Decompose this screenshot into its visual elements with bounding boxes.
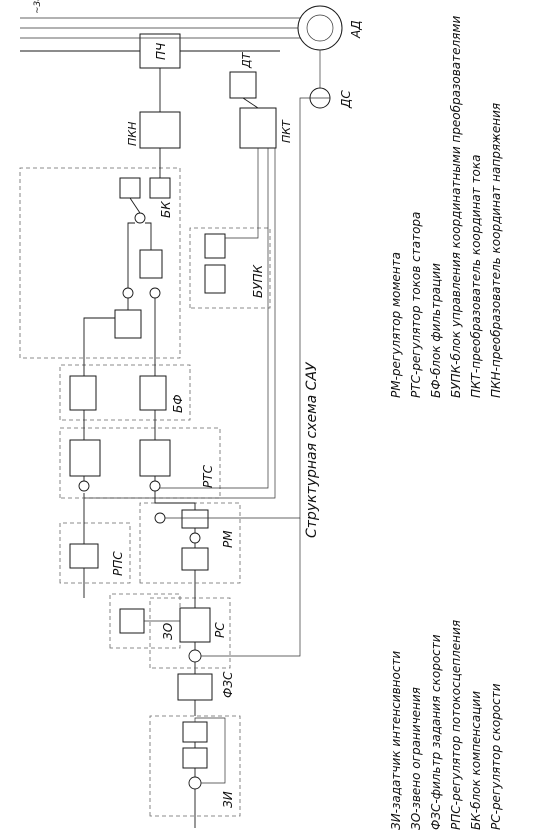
bk-group — [19, 167, 181, 359]
dt-block — [229, 71, 257, 99]
pkt-block — [239, 107, 277, 149]
legend-item-bupk: БУПК-блок управления координатными преоб… — [449, 16, 463, 398]
legend-item-zo: ЗО-звено ограничения — [409, 687, 423, 830]
pkn-block — [139, 111, 181, 149]
rts-sum-q — [149, 480, 161, 492]
pkt-feedback-d — [84, 148, 276, 499]
bupk-block-cos — [204, 264, 226, 294]
ds-label: ДС — [339, 90, 353, 109]
zi-label: ЗИ — [221, 791, 235, 808]
pkt-feedback-q — [160, 148, 269, 489]
legend-right: РМ-регулятор момента РТС-регулятор токов… — [389, 16, 503, 398]
rs-group — [149, 597, 231, 669]
bf-block-q — [139, 375, 167, 411]
rts-block-d — [69, 439, 101, 477]
legend-item-rps: РПС-регулятор потокосцепления — [449, 620, 463, 830]
bf-block-d — [69, 375, 97, 411]
rm-multiplier — [189, 532, 201, 544]
rps-group — [59, 522, 131, 584]
pkn-label: ПКН — [126, 122, 139, 146]
bk-label: БК — [159, 201, 173, 218]
bk-mult-1 — [122, 287, 134, 299]
legend-item-bf: БФ-блок фильтрации — [429, 263, 443, 398]
bf-to-bk-d — [83, 317, 115, 376]
fzs-label: ФЗС — [221, 671, 235, 698]
bk-sum — [134, 212, 146, 224]
legend-item-pkn: ПКН-преобразователь координат напряжения — [489, 103, 503, 398]
bf-group — [59, 364, 191, 421]
dt-label: ДТ — [240, 51, 253, 69]
diagram-title: Структурная схема САУ — [304, 361, 320, 538]
bk-wire-2 — [127, 222, 135, 288]
bk-wire-4 — [129, 197, 141, 214]
pkt-to-bupk — [225, 148, 259, 239]
legend-item-zi: ЗИ-задатчик интенсивности — [389, 651, 403, 830]
bupk-group — [189, 227, 271, 309]
legend-item-rs: РС-регулятор скорости — [489, 683, 503, 830]
legend-item-pkt: ПКТ-преобразователь координат тока — [469, 155, 483, 398]
legend-item-fzs: ФЗС-фильтр задания скорости — [429, 634, 443, 830]
rps-block — [69, 543, 99, 569]
rm-to-rts — [154, 491, 196, 510]
motor-rotor — [306, 14, 334, 42]
legend-item-rm: РМ-регулятор момента — [389, 252, 403, 398]
bk-block-1 — [119, 177, 141, 199]
bk-block-k — [114, 309, 142, 339]
legend-item-rts: РТС-регулятор токов статора — [409, 212, 423, 398]
speed-feedback — [165, 97, 330, 519]
bk-wire-3 — [145, 222, 152, 250]
rm-label: РМ — [221, 530, 235, 548]
bupk-block-sin — [204, 233, 226, 259]
zo-block — [119, 608, 145, 634]
bk-mult-2 — [149, 287, 161, 299]
zo-label: ЗО — [161, 623, 175, 640]
zi-sum — [188, 776, 202, 790]
bf-label: БФ — [171, 394, 185, 413]
rs-block — [179, 607, 211, 643]
rm-block-1 — [181, 547, 209, 571]
pkt-label: ПКТ — [280, 119, 293, 143]
rm-sum — [154, 512, 166, 524]
rts-label: РТС — [201, 464, 215, 488]
rts-block-q — [139, 439, 171, 477]
rts-sum-d — [78, 480, 90, 492]
bk-block-ok — [139, 249, 163, 279]
legend-left: ЗИ-задатчик интенсивности ЗО-звено огран… — [389, 620, 503, 830]
rs-sum — [188, 649, 202, 663]
zi-integrator-block — [182, 721, 208, 743]
dt-to-pkt — [242, 97, 259, 109]
zi-limiter-block — [182, 747, 208, 769]
legend-item-bk: БК-блок компенсации — [469, 691, 483, 830]
fzs-block — [177, 673, 213, 701]
speed-feedback-rs — [201, 518, 301, 657]
supply-label: ~380В — [33, 0, 43, 14]
zi-feedback — [194, 717, 226, 784]
diagram-rotated: Структурная схема САУ ЗИ-задатчик интенс… — [19, 0, 503, 830]
pch-label: ПЧ — [154, 43, 168, 60]
rps-label: РПС — [111, 551, 125, 576]
rs-label: РС — [213, 622, 227, 638]
bupk-label: БУПК — [251, 264, 265, 298]
motor-label: АД — [349, 20, 363, 39]
bk-block-2 — [149, 177, 171, 199]
motor-ad — [297, 5, 343, 51]
rm-block-2 — [181, 509, 209, 529]
zi-group — [149, 715, 241, 817]
